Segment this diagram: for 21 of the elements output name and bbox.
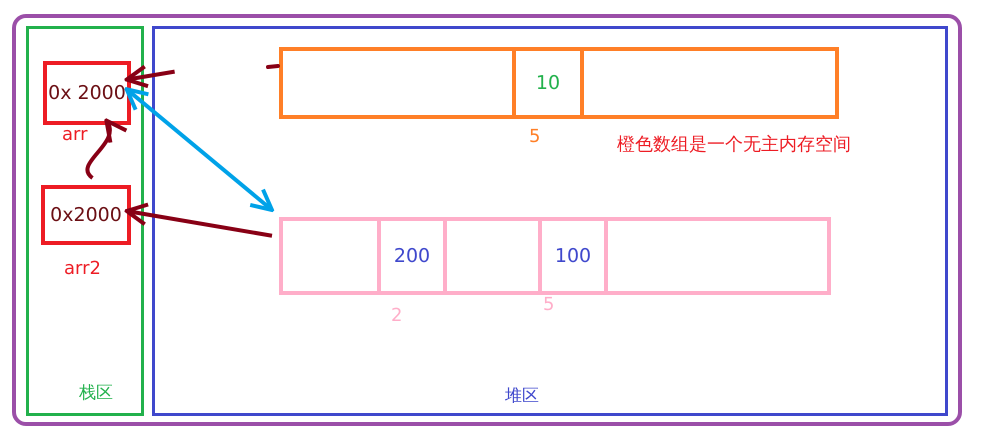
stack-region bbox=[26, 26, 144, 416]
memory-panel bbox=[12, 14, 962, 426]
variable-name: arr bbox=[62, 124, 88, 145]
variable-name: arr2 bbox=[64, 258, 101, 279]
note-text: 橙色数组是一个无主内存空间 bbox=[617, 133, 851, 156]
array-bar bbox=[279, 47, 839, 119]
array-cell: 100 bbox=[542, 221, 604, 291]
index-number: 5 bbox=[529, 126, 540, 147]
heap-region bbox=[152, 26, 948, 416]
region-label: 堆区 bbox=[505, 385, 539, 407]
array-cell: 10 bbox=[516, 51, 580, 115]
address-box: 0x2000 bbox=[41, 185, 131, 245]
index-number: 5 bbox=[543, 294, 554, 315]
array-bar bbox=[279, 217, 831, 295]
arrow bbox=[124, 202, 272, 238]
arrow bbox=[124, 64, 175, 88]
region-label: 栈区 bbox=[79, 382, 113, 404]
index-number: 2 bbox=[391, 305, 402, 326]
arrow bbox=[124, 87, 274, 212]
address-box: 0x 2000 bbox=[43, 61, 131, 125]
array-cell: 200 bbox=[381, 221, 447, 291]
